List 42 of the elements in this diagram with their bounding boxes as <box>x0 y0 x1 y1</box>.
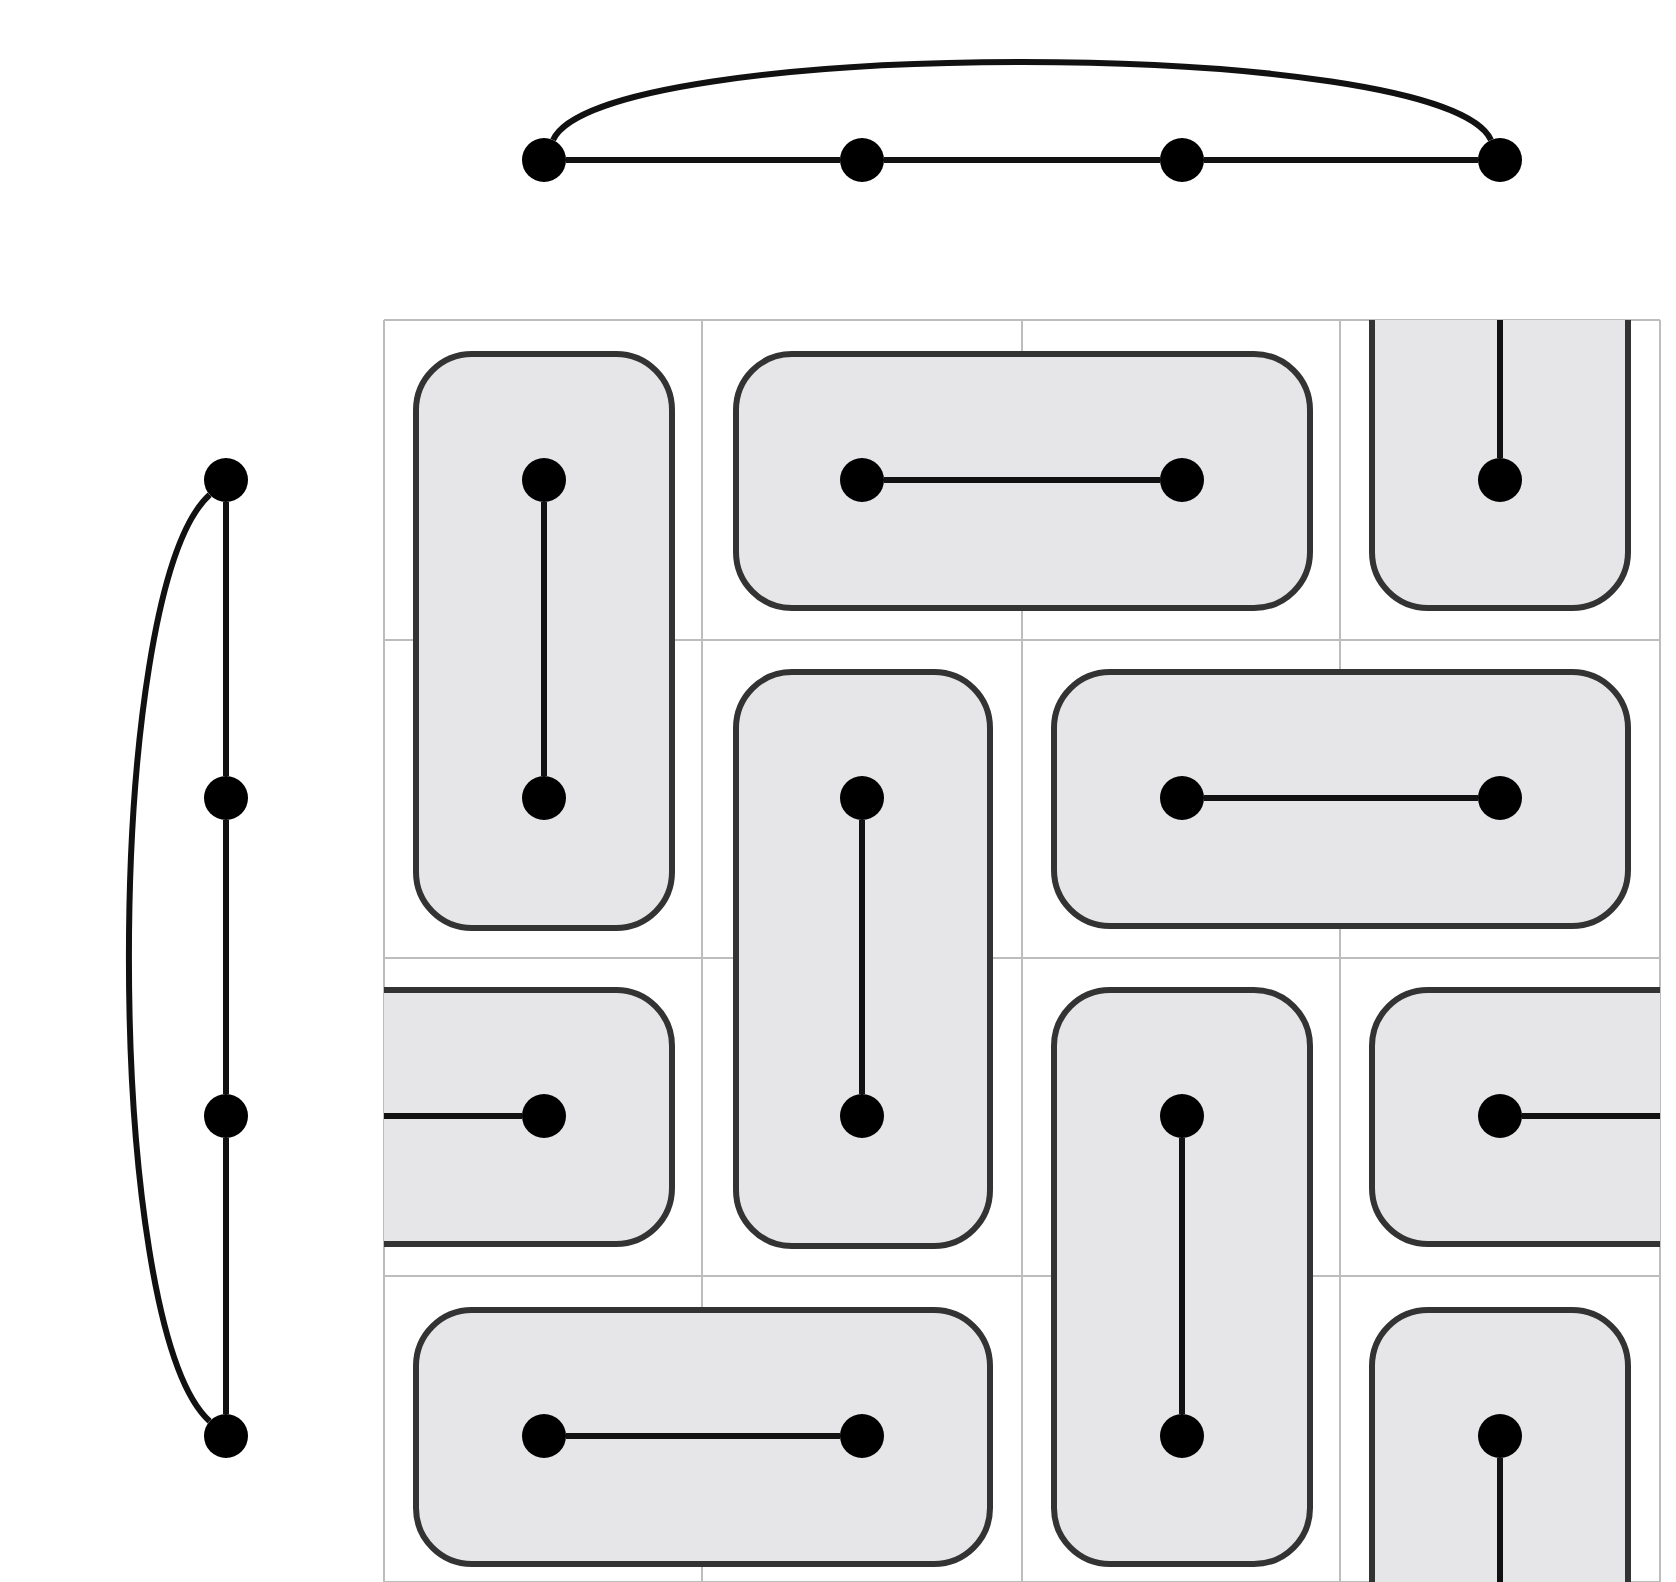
vertex-dot <box>840 776 884 820</box>
vertex-dot <box>204 458 248 502</box>
vertex-dot <box>1160 138 1204 182</box>
graph-edge <box>126 493 213 1423</box>
graph-edge <box>1497 320 1503 458</box>
vertex-dot <box>522 1414 566 1458</box>
vertex-dot <box>522 458 566 502</box>
vertex-dot <box>1160 458 1204 502</box>
vertex-dot <box>1478 776 1522 820</box>
graph-edge <box>223 1138 229 1414</box>
vertex-dot <box>1478 458 1522 502</box>
graph-edge <box>551 59 1493 143</box>
graph-edge <box>566 1433 840 1439</box>
graph-edge <box>223 502 229 776</box>
graph-edge <box>223 820 229 1094</box>
vertex-dot <box>840 1414 884 1458</box>
graph-edge <box>1204 795 1478 801</box>
graph-edge <box>884 157 1160 163</box>
graph-edge <box>1179 1138 1185 1414</box>
vertex-dot <box>522 138 566 182</box>
vertex-dot <box>1160 1094 1204 1138</box>
vertex-dot <box>840 138 884 182</box>
vertex-dot <box>840 1094 884 1138</box>
vertex-dot <box>204 1414 248 1458</box>
vertex-dot <box>1160 1414 1204 1458</box>
vertex-dot <box>204 1094 248 1138</box>
graph-edge <box>1497 1458 1503 1582</box>
vertex-dot <box>204 776 248 820</box>
graph-edge <box>859 820 865 1094</box>
graph-edge <box>1204 157 1478 163</box>
vertex-dot <box>1160 776 1204 820</box>
graph-edge <box>1522 1113 1660 1119</box>
vertex-dot <box>840 458 884 502</box>
graph-edge <box>541 502 547 776</box>
graph-edge <box>884 477 1160 483</box>
graph-edge <box>384 1113 522 1119</box>
graph-edge <box>566 157 840 163</box>
vertex-dot <box>522 1094 566 1138</box>
vertex-dot <box>522 776 566 820</box>
vertex-dot <box>1478 1094 1522 1138</box>
vertex-dot <box>1478 1414 1522 1458</box>
vertex-dot <box>1478 138 1522 182</box>
